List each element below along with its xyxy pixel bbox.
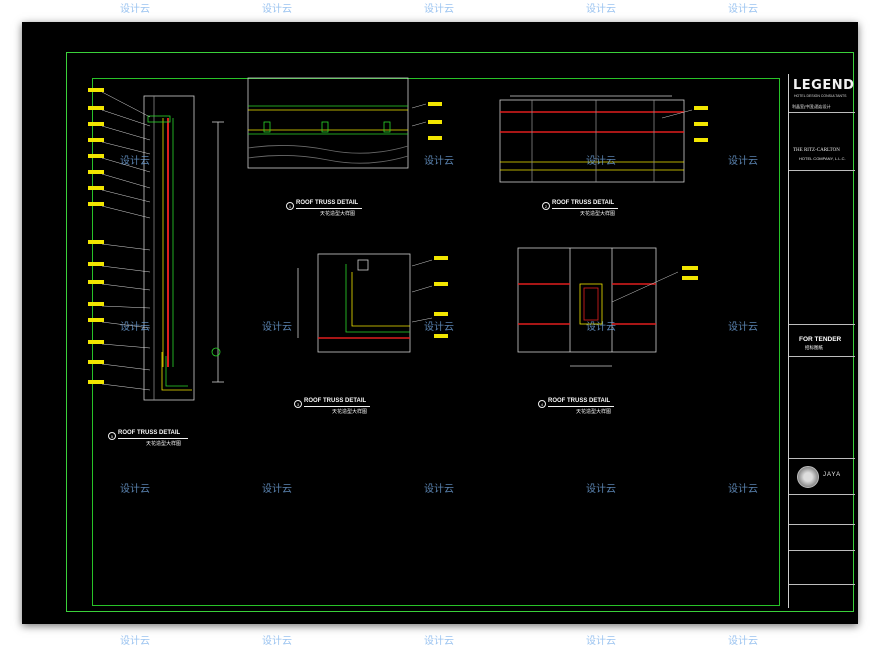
tb-divider	[789, 170, 855, 171]
logo-subtitle: HOTEL DESIGN CONSULTANTS	[794, 94, 847, 98]
detail-1-subtitle: 天花造型大样图	[320, 211, 356, 217]
watermark: 设计云	[728, 322, 758, 333]
watermark: 设计云	[262, 4, 292, 15]
watermark: 设计云	[120, 484, 150, 495]
watermark: 设计云	[586, 322, 616, 333]
truss-1-tags	[428, 102, 442, 140]
watermark: 设计云	[262, 322, 292, 333]
watermark: 设计云	[424, 322, 454, 333]
watermark: 设计云	[262, 636, 292, 647]
tb-divider	[789, 584, 855, 585]
detail-1-title: ROOF TRUSS DETAIL	[296, 200, 359, 206]
watermark: 设计云	[586, 484, 616, 495]
tb-divider	[789, 550, 855, 551]
detail-5-title: ROOF TRUSS DETAIL	[118, 430, 181, 436]
detail-marker-1: 1	[286, 202, 294, 210]
tb-divider	[789, 356, 855, 357]
watermark: 设计云	[728, 4, 758, 15]
detail-4-underline	[548, 406, 614, 407]
brand-emblem	[797, 466, 819, 488]
company-cn: 利晶室(中国)酒店设计	[792, 104, 831, 109]
client-name: THE RITZ-CARLTON	[793, 148, 840, 153]
detail-5-subtitle: 天花造型大样图	[146, 441, 182, 447]
detail-marker-5: 5	[108, 432, 116, 440]
brand-name: JAYA	[823, 472, 842, 478]
watermark: 设计云	[424, 4, 454, 15]
detail-2-underline	[552, 208, 618, 209]
detail-marker-4: 4	[538, 400, 546, 408]
tall-section-tags	[88, 88, 104, 384]
detail-3-title: ROOF TRUSS DETAIL	[304, 398, 367, 404]
tall-wall-section	[143, 95, 224, 401]
watermark: 设计云	[728, 484, 758, 495]
watermark: 设计云	[262, 484, 292, 495]
detail-5-underline	[118, 438, 188, 439]
status-stamp-cn: 招标图纸	[805, 345, 823, 350]
watermark: 设计云	[586, 636, 616, 647]
watermark: 设计云	[728, 156, 758, 167]
truss-2-tags	[694, 106, 708, 142]
watermark: 设计云	[120, 322, 150, 333]
truss-3-tags	[434, 256, 448, 338]
detail-marker-3: 3	[294, 400, 302, 408]
truss-detail-3	[297, 253, 433, 353]
watermark: 设计云	[424, 156, 454, 167]
legend-logo: LEGEND	[793, 78, 855, 93]
detail-3-subtitle: 天花造型大样图	[332, 409, 368, 415]
watermark: 设计云	[120, 4, 150, 15]
detail-4-title: ROOF TRUSS DETAIL	[548, 398, 611, 404]
tb-divider	[789, 458, 855, 459]
detail-marker-2: 2	[542, 202, 550, 210]
truss-detail-2	[499, 95, 693, 183]
tall-section-leaders	[101, 91, 151, 391]
watermark: 设计云	[586, 4, 616, 15]
watermark: 设计云	[424, 484, 454, 495]
client-subtitle: HOTEL COMPANY, L.L.C.	[799, 156, 846, 161]
watermark: 设计云	[120, 156, 150, 167]
drawing-sheet: 1 ROOF TRUSS DETAIL 天花造型大样图 2 ROOF TRUSS…	[22, 22, 858, 624]
sheet-border	[66, 52, 854, 612]
watermark: 设计云	[120, 636, 150, 647]
detail-4-subtitle: 天花造型大样图	[576, 409, 612, 415]
detail-2-subtitle: 天花造型大样图	[580, 211, 616, 217]
detail-2-title: ROOF TRUSS DETAIL	[552, 200, 615, 206]
truss-detail-1	[247, 77, 427, 169]
tb-divider	[789, 494, 855, 495]
tb-divider	[789, 324, 855, 325]
tb-divider	[789, 112, 855, 113]
tb-divider	[789, 524, 855, 525]
watermark: 设计云	[424, 636, 454, 647]
truss-detail-4	[517, 247, 679, 367]
watermark: 设计云	[586, 156, 616, 167]
detail-1-underline	[296, 208, 362, 209]
status-stamp: FOR TENDER	[799, 336, 842, 343]
cad-drawing	[88, 77, 708, 401]
title-block: LEGEND HOTEL DESIGN CONSULTANTS 利晶室(中国)酒…	[788, 74, 855, 608]
truss-4-tags	[682, 266, 698, 280]
watermark: 设计云	[728, 636, 758, 647]
detail-3-underline	[304, 406, 370, 407]
